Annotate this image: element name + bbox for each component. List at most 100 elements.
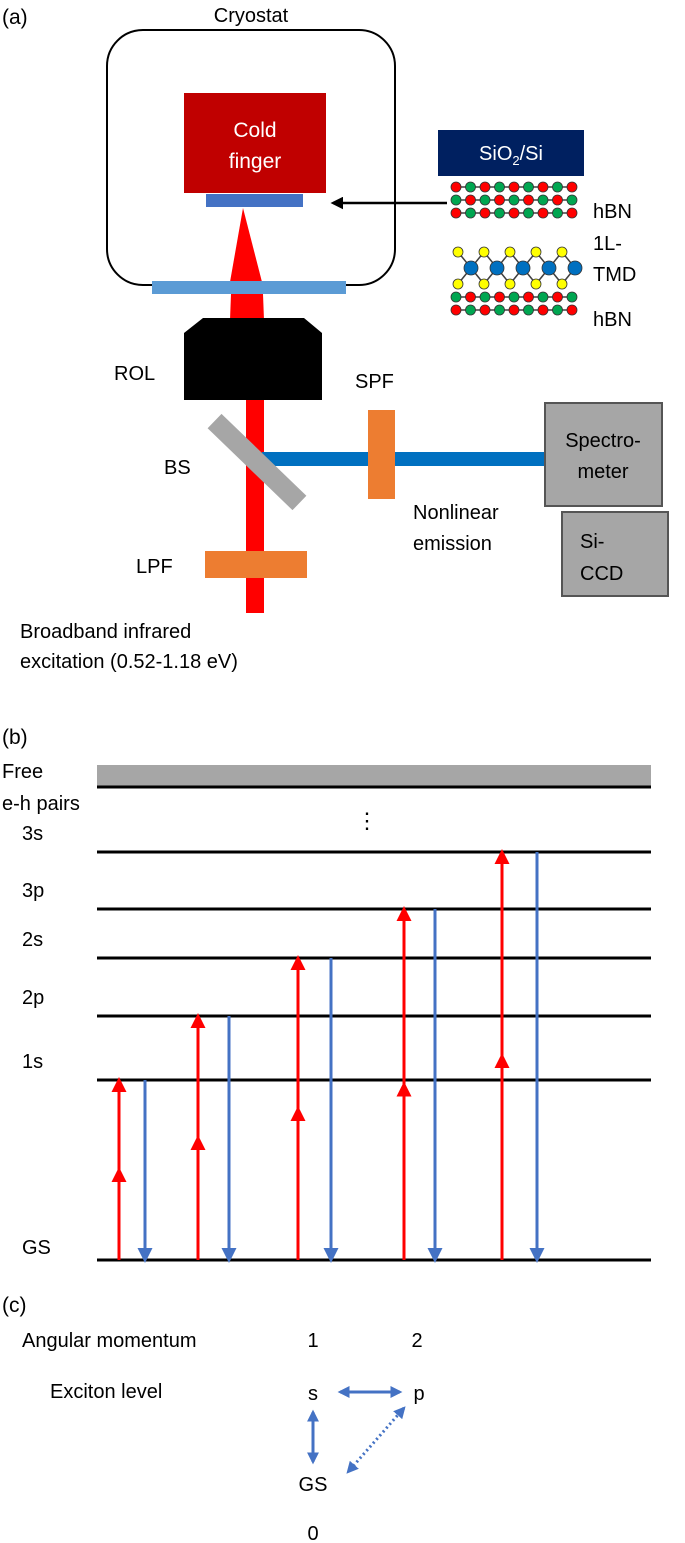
hbn-atom [479, 207, 491, 219]
hbn-atom [552, 181, 563, 193]
short-pass-filter [368, 410, 395, 499]
cold-finger [184, 93, 326, 193]
hbn-atom [552, 194, 563, 206]
hbn-atom [552, 291, 563, 303]
panel-c: (c) Angular momentum Exciton level 1 2 s… [2, 1294, 425, 1543]
hbn-atom [465, 194, 476, 206]
ellipsis: ⋮ [356, 808, 378, 833]
hbn-atom [494, 194, 505, 206]
metal-atom [489, 260, 505, 276]
cryostat-window [152, 281, 346, 294]
chalcogen-atom [478, 246, 490, 258]
level-label-1s: 1s [22, 1051, 43, 1073]
spectrometer-label-1: Spectro- [565, 430, 641, 452]
p-level-label: p [413, 1383, 424, 1405]
tmd-bond-bottom [457, 266, 576, 286]
long-pass-filter [205, 551, 307, 578]
am-0-label: 0 [307, 1523, 318, 1543]
emission-label-2: emission [413, 533, 492, 555]
sample-slab [206, 194, 303, 207]
chalcogen-atom [478, 278, 490, 290]
continuum-label-1: Free [2, 761, 43, 783]
exciton-level-label: Exciton level [50, 1381, 162, 1403]
hbn-atom [465, 181, 476, 193]
hbn-atom [523, 304, 534, 316]
cryostat-label: Cryostat [214, 5, 289, 27]
beam-below-window [230, 294, 264, 320]
hbn-atom [508, 304, 520, 316]
objective-lens [184, 318, 322, 400]
hbn-atom [494, 291, 505, 303]
am-2-label: 2 [411, 1330, 422, 1352]
hbn-atom [523, 207, 534, 219]
hbn-atom [465, 291, 476, 303]
hbn-atom [537, 194, 549, 206]
beam-splitter [207, 413, 307, 511]
excitation-label-2: excitation (0.52-1.18 eV) [20, 651, 238, 673]
level-label-3p: 3p [22, 880, 44, 902]
spectrometer [544, 402, 663, 507]
hbn-atom [494, 207, 505, 219]
ccd-label-2: CCD [580, 563, 623, 585]
emission-label-1: Nonlinear [413, 502, 499, 524]
tmd-bond-top [457, 250, 576, 270]
chalcogen-atom [452, 278, 464, 290]
metal-atom [567, 260, 583, 276]
chalcogen-atom [530, 278, 542, 290]
hbn-atom [566, 194, 578, 206]
hbn-atom [537, 207, 549, 219]
hbn-atom [523, 291, 534, 303]
hbn-atom [450, 181, 462, 193]
hbn-atom [479, 194, 491, 206]
metal-atom [463, 260, 479, 276]
hbn-atom [508, 181, 520, 193]
tmd-label-2: TMD [593, 264, 636, 286]
continuum-band [97, 765, 651, 786]
chalcogen-atom [556, 246, 568, 258]
continuum-label-2: e-h pairs [2, 793, 80, 815]
hbn-top-label: hBN [593, 201, 632, 223]
am-1-label: 1 [307, 1330, 318, 1352]
substrate [438, 130, 584, 176]
hbn-atom [537, 304, 549, 316]
hbn-atom [465, 207, 476, 219]
hbn-atom [566, 304, 578, 316]
cold-finger-label-2: finger [229, 150, 282, 173]
hbn-atom [523, 181, 534, 193]
chalcogen-atom [504, 278, 516, 290]
metal-atom [515, 260, 531, 276]
s-level-label: s [308, 1383, 318, 1405]
panel-a: (a) Cryostat Cold finger ROL BS SPF LPF [2, 5, 669, 673]
infrared-beam [246, 400, 264, 613]
hbn-bottom-label: hBN [593, 309, 632, 331]
hbn-atom [523, 194, 534, 206]
cold-finger-label-1: Cold [233, 119, 276, 142]
hbn-atom [566, 291, 578, 303]
panel-b-label: (b) [2, 726, 28, 749]
hbn-atom [537, 181, 549, 193]
hbn-atom [450, 207, 462, 219]
hbn-atom [450, 291, 462, 303]
si-ccd [561, 511, 669, 597]
hbn-atom [508, 291, 520, 303]
chalcogen-atom [530, 246, 542, 258]
hbn-atom [508, 207, 520, 219]
emission-beam [262, 452, 546, 466]
hbn-atom [450, 194, 462, 206]
hbn-atom [552, 304, 563, 316]
bs-label: BS [164, 457, 191, 479]
hbn-atom [450, 304, 462, 316]
substrate-label: SiO2/Si [479, 143, 543, 168]
hbn-atom [479, 304, 491, 316]
spectrometer-label-2: meter [577, 461, 628, 483]
level-label-2s: 2s [22, 929, 43, 951]
gs-level-label: GS [299, 1474, 328, 1496]
hbn-atom [494, 181, 505, 193]
excitation-label-1: Broadband infrared [20, 621, 191, 643]
spf-label: SPF [355, 371, 394, 393]
panel-c-label: (c) [2, 1294, 27, 1317]
ccd-label-1: Si- [580, 531, 604, 553]
